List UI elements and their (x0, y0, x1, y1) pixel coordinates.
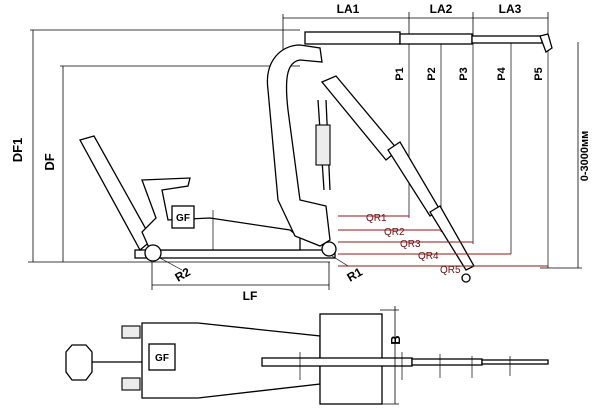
front-wheel (321, 241, 337, 257)
top-wheel-left (121, 325, 141, 339)
base-frame (134, 249, 336, 259)
boom-extension-1 (399, 33, 473, 45)
hook-top (539, 33, 553, 53)
crane-top-view: GF (65, 313, 549, 405)
qr1-label: QR1 (366, 213, 387, 224)
boom-arm-diagonal (320, 75, 399, 161)
crane-side-view: GF (79, 31, 553, 283)
b-label: B (388, 335, 403, 344)
qr-reach-lines (338, 215, 548, 267)
df1-label: DF1 (10, 138, 25, 163)
gf-box-top (148, 343, 176, 371)
boom-diag-extension-1 (387, 141, 441, 217)
p5-label: P5 (533, 67, 545, 80)
r1-label: R1 (345, 265, 366, 285)
gf-top-label: GF (155, 353, 169, 364)
b-dimension (380, 306, 399, 405)
p2-label: P2 (426, 67, 438, 80)
p3-label: P3 (458, 67, 470, 80)
p4-label: P4 (496, 66, 508, 80)
qr4-label: QR4 (418, 251, 439, 262)
boom-extension-2 (471, 35, 543, 44)
mast-column (266, 44, 331, 247)
df-label: DF (42, 153, 57, 170)
right-height-dimension (540, 42, 582, 269)
range-label: 0-3000мм (579, 131, 591, 182)
qr5-label: QR5 (440, 265, 461, 276)
r2-leader (159, 257, 183, 271)
cylinder-barrel (315, 124, 331, 166)
tow-handle (65, 344, 93, 381)
qr2-label: QR2 (384, 227, 405, 238)
left-height-dimensions (28, 29, 330, 263)
rear-wheel (144, 244, 162, 262)
lf-dimension (151, 262, 330, 290)
front-leg (79, 135, 153, 252)
hook-bottom (461, 273, 471, 283)
r1-leader (331, 255, 349, 267)
boom-top-ext-1 (411, 358, 483, 366)
gf-label: GF (176, 213, 190, 224)
gf-box (171, 205, 195, 229)
r2-label: R2 (173, 265, 194, 285)
boom-top-ext-2 (481, 359, 549, 365)
top-wheel-right (121, 377, 141, 391)
top-dimensions (282, 12, 549, 60)
la3-label: LA3 (499, 2, 522, 16)
lf-label: LF (243, 289, 258, 303)
la2-label: LA2 (430, 2, 453, 16)
la1-label: LA1 (337, 2, 360, 16)
rear-body (141, 177, 301, 251)
p1-label: P1 (394, 67, 406, 80)
boom-top (261, 357, 413, 367)
reach-position-lines (408, 42, 549, 268)
boom-arm-horizontal (304, 31, 401, 45)
qr3-label: QR3 (400, 239, 421, 250)
